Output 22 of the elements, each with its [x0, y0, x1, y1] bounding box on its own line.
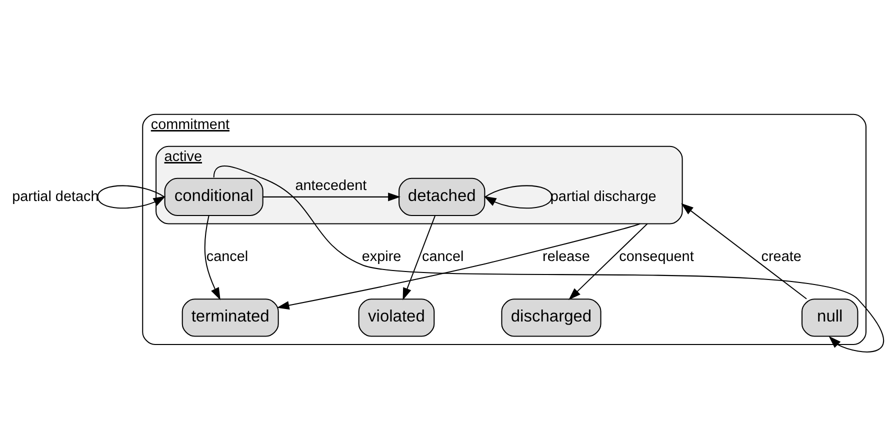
arrow: [262, 192, 400, 201]
edge-label: antecedent: [294, 177, 366, 194]
node-box: discharged: [500, 298, 601, 336]
arrow: [276, 222, 640, 310]
node-box: violated: [358, 298, 434, 336]
arrow: [96, 184, 166, 208]
edge-label: cancel: [422, 248, 464, 265]
arrow: [680, 202, 806, 299]
edge-label: consequent: [618, 248, 694, 265]
edge-label: create: [760, 248, 801, 265]
arrow: [483, 184, 552, 208]
edge-label: cancel: [206, 248, 248, 265]
node-box: detached: [398, 177, 485, 216]
node-box: terminated: [181, 298, 278, 336]
edge-label: release: [542, 248, 590, 265]
arrow: [212, 165, 883, 352]
edge-label: partial detach: [12, 188, 98, 204]
node-box: null: [801, 298, 858, 336]
edge-label: expire: [361, 248, 401, 265]
arrow: [568, 222, 648, 300]
arrow: [204, 215, 220, 300]
node-box: conditional: [164, 177, 263, 216]
